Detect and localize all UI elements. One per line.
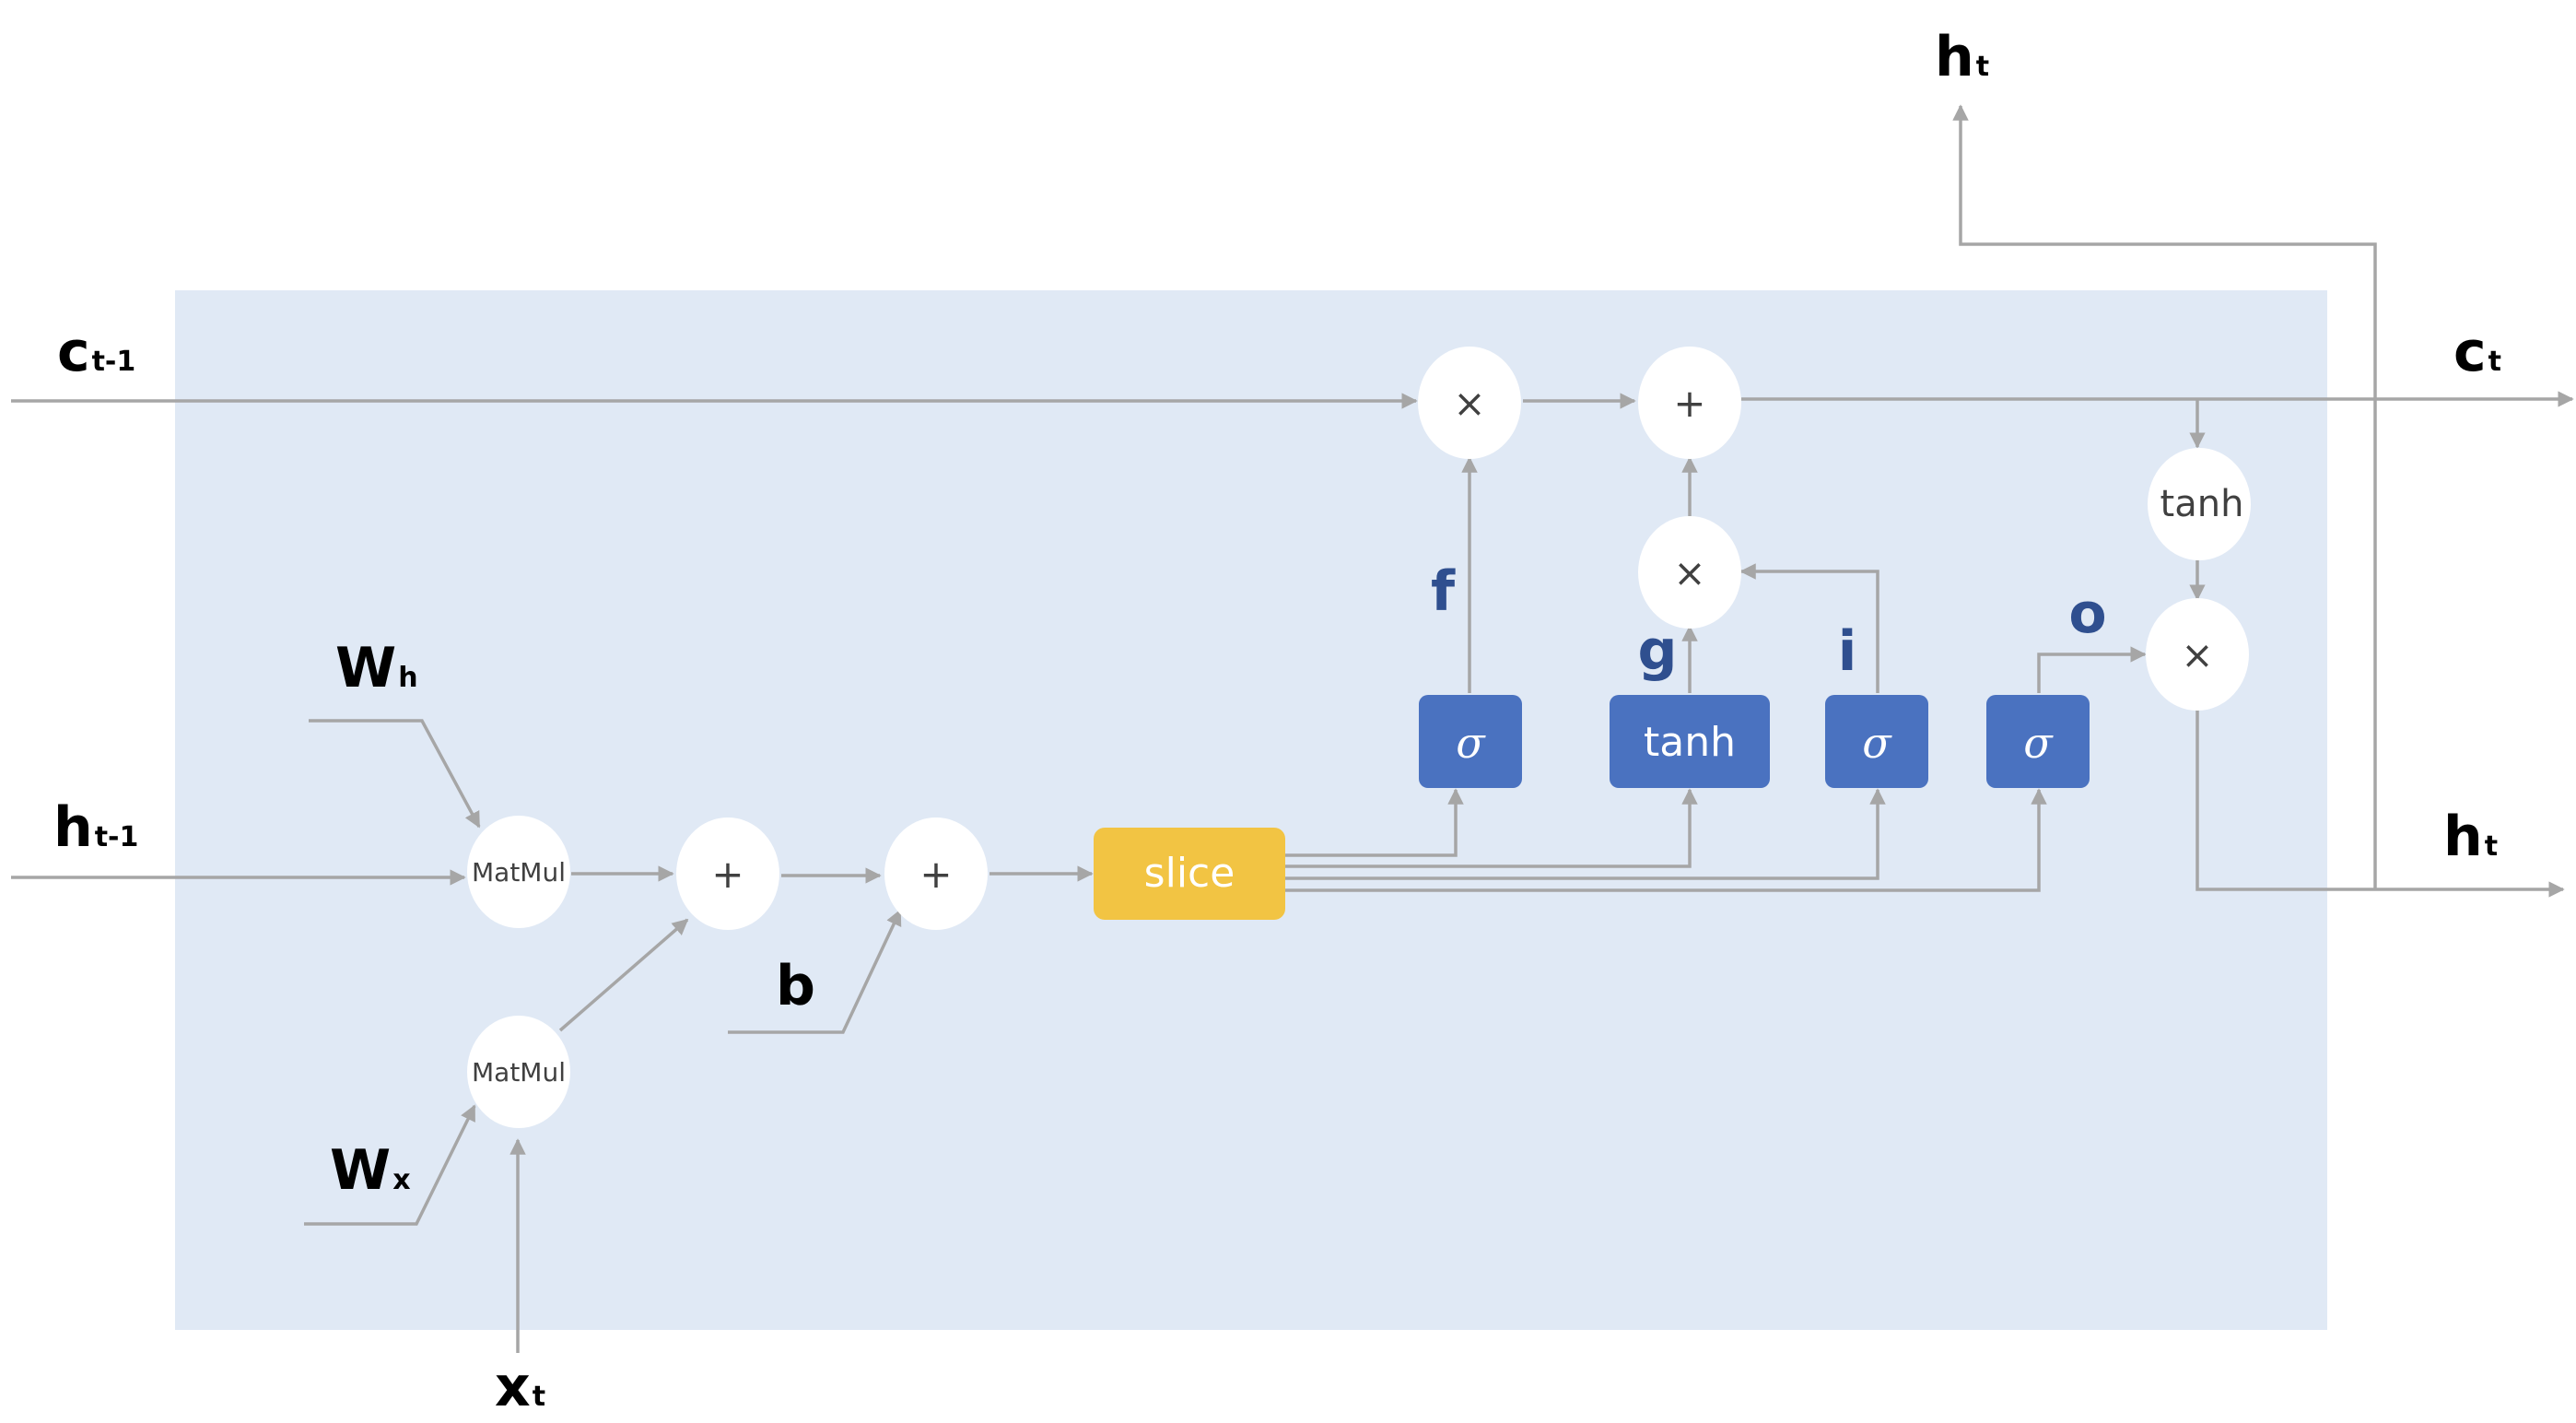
arrow-slice-to-f-gate xyxy=(1285,788,1464,857)
label-b: b xyxy=(776,954,815,1018)
arrow-b-to-add xyxy=(728,909,902,1034)
label-c-prev: ct-1 xyxy=(57,320,135,384)
f-gate-box: σ xyxy=(1419,695,1522,788)
tanh-cell-node: tanh xyxy=(2148,448,2251,560)
cell-add-node: + xyxy=(1638,347,1741,459)
matmul-x-node: MatMul xyxy=(467,1016,570,1128)
gi-mul-label: × xyxy=(1673,550,1705,595)
gate-label-o: o xyxy=(2068,582,2106,646)
label-h-prev: ht-1 xyxy=(53,795,138,860)
add-1-label: + xyxy=(711,852,744,897)
o-gate-box: σ xyxy=(1986,695,2090,788)
label-x-t: xt xyxy=(495,1355,545,1419)
gi-mul-node: × xyxy=(1638,516,1741,629)
slice-box: slice xyxy=(1094,828,1285,920)
arrow-i-to-gi-mul xyxy=(1739,563,1879,693)
output-mul-node: × xyxy=(2146,598,2249,711)
add-1-node: + xyxy=(676,817,779,930)
arrow-matmul-x-to-add xyxy=(558,918,689,1032)
matmul-h-node: MatMul xyxy=(467,816,570,928)
label-h-t-right: ht xyxy=(2443,805,2498,869)
arrow-slice-to-g-gate xyxy=(1285,788,1698,868)
forget-mul-label: × xyxy=(1453,381,1485,426)
connections xyxy=(11,104,2574,1353)
add-2-node: + xyxy=(884,817,988,930)
g-gate-activation: tanh xyxy=(1644,719,1736,766)
matmul-h-label: MatMul xyxy=(472,857,566,888)
lstm-cell-panel xyxy=(175,290,2327,1330)
gate-label-f: f xyxy=(1431,559,1456,624)
gate-label-i: i xyxy=(1838,619,1857,684)
arrow-output-mul-to-h-t xyxy=(2195,710,2565,898)
label-h-t-top: ht xyxy=(1935,25,1989,89)
output-mul-label: × xyxy=(2181,632,2213,677)
arrow-h-t-to-top xyxy=(1952,104,2377,889)
tanh-cell-label: tanh xyxy=(2160,483,2244,525)
forget-mul-node: × xyxy=(1418,347,1521,459)
f-gate-activation: σ xyxy=(1456,718,1486,768)
matmul-x-label: MatMul xyxy=(472,1057,566,1088)
label-w-h: Wh xyxy=(335,636,418,700)
cell-add-label: + xyxy=(1673,381,1705,426)
g-gate-box: tanh xyxy=(1610,695,1770,788)
arrow-slice-to-o-gate xyxy=(1285,788,2047,892)
arrow-o-to-output-mul xyxy=(2037,646,2147,693)
i-gate-activation: σ xyxy=(1862,718,1892,768)
i-gate-box: σ xyxy=(1825,695,1928,788)
slice-label: slice xyxy=(1144,850,1235,897)
label-c-t: ct xyxy=(2453,320,2501,384)
arrow-wx-to-matmul xyxy=(304,1104,476,1226)
arrow-slice-to-i-gate xyxy=(1285,788,1886,880)
arrow-wh-to-matmul xyxy=(309,719,481,829)
label-w-x: Wx xyxy=(330,1138,411,1203)
gate-label-g: g xyxy=(1638,618,1678,683)
add-2-label: + xyxy=(919,852,952,897)
o-gate-activation: σ xyxy=(2023,718,2054,768)
